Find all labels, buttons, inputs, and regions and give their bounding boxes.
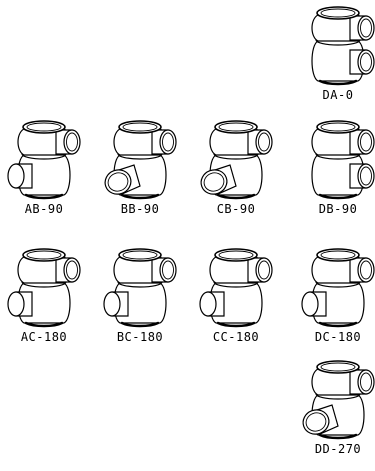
base-ring <box>318 193 358 200</box>
outlet-opening-inner <box>360 260 372 280</box>
fitting-ab-90: AB-90 <box>4 118 84 228</box>
outlet-opening <box>301 291 319 317</box>
base-ring <box>24 193 64 200</box>
outlet-opening <box>7 163 25 189</box>
fitting-label: BC-180 <box>116 330 164 344</box>
fitting-drawing <box>103 248 177 328</box>
fitting-label: DC-180 <box>314 330 362 344</box>
outlet-opening-inner <box>360 166 372 186</box>
outlet-opening <box>199 291 217 317</box>
top-flange-inner <box>26 250 62 260</box>
fitting-label: BB-90 <box>120 202 160 216</box>
fitting-db-90: DB-90 <box>298 118 375 228</box>
fitting-dd-270: DD-270 <box>298 358 375 468</box>
fitting-dc-180: DC-180 <box>298 246 375 356</box>
base-ring <box>120 193 160 200</box>
outlet-opening-inner <box>66 132 78 152</box>
fitting-drawing <box>200 120 273 200</box>
base-ring <box>120 321 160 328</box>
fitting-label: DD-270 <box>314 442 362 456</box>
base-ring <box>216 321 256 328</box>
outlet-opening <box>7 291 25 317</box>
fitting-bb-90: BB-90 <box>100 118 180 228</box>
top-flange-inner <box>26 122 62 132</box>
outlet-opening <box>103 291 121 317</box>
outlet-opening-inner <box>203 172 225 192</box>
fitting-label: DB-90 <box>318 202 358 216</box>
fitting-label: CC-180 <box>212 330 260 344</box>
outlet-opening-inner <box>360 18 372 38</box>
outlet-opening-inner <box>360 132 372 152</box>
fitting-drawing <box>199 248 273 328</box>
outlet-opening-inner <box>107 172 129 192</box>
fitting-drawing <box>7 248 81 328</box>
top-flange-inner <box>320 8 356 18</box>
top-flange-inner <box>320 362 356 372</box>
fitting-label: AC-180 <box>20 330 68 344</box>
outlet-opening-inner <box>66 260 78 280</box>
outlet-opening-inner <box>305 412 327 432</box>
top-flange-inner <box>218 122 254 132</box>
outlet-opening-inner <box>258 132 270 152</box>
fitting-drawing <box>301 248 375 328</box>
base-ring <box>318 79 358 86</box>
outlet-opening-inner <box>360 372 372 392</box>
fitting-label: CB-90 <box>216 202 256 216</box>
top-flange-inner <box>122 250 158 260</box>
base-ring <box>24 321 64 328</box>
base-ring <box>318 433 358 440</box>
fitting-drawing <box>311 6 375 86</box>
top-flange-inner <box>122 122 158 132</box>
fitting-label: DA-0 <box>322 88 354 102</box>
outlet-opening-inner <box>162 260 174 280</box>
outlet-opening-inner <box>258 260 270 280</box>
fitting-drawing <box>311 120 375 200</box>
top-flange-inner <box>320 250 356 260</box>
base-ring <box>216 193 256 200</box>
top-flange-inner <box>320 122 356 132</box>
outlet-opening-inner <box>360 52 372 72</box>
fitting-cc-180: CC-180 <box>196 246 276 356</box>
fitting-label: AB-90 <box>24 202 64 216</box>
fitting-ac-180: AC-180 <box>4 246 84 356</box>
fitting-cb-90: CB-90 <box>196 118 276 228</box>
outlet-opening-inner <box>162 132 174 152</box>
fitting-bc-180: BC-180 <box>100 246 180 356</box>
fitting-da-0: DA-0 <box>298 4 375 114</box>
base-ring <box>318 321 358 328</box>
fitting-drawing <box>104 120 177 200</box>
top-flange-inner <box>218 250 254 260</box>
fitting-drawing <box>302 360 375 440</box>
fitting-drawing <box>7 120 81 200</box>
